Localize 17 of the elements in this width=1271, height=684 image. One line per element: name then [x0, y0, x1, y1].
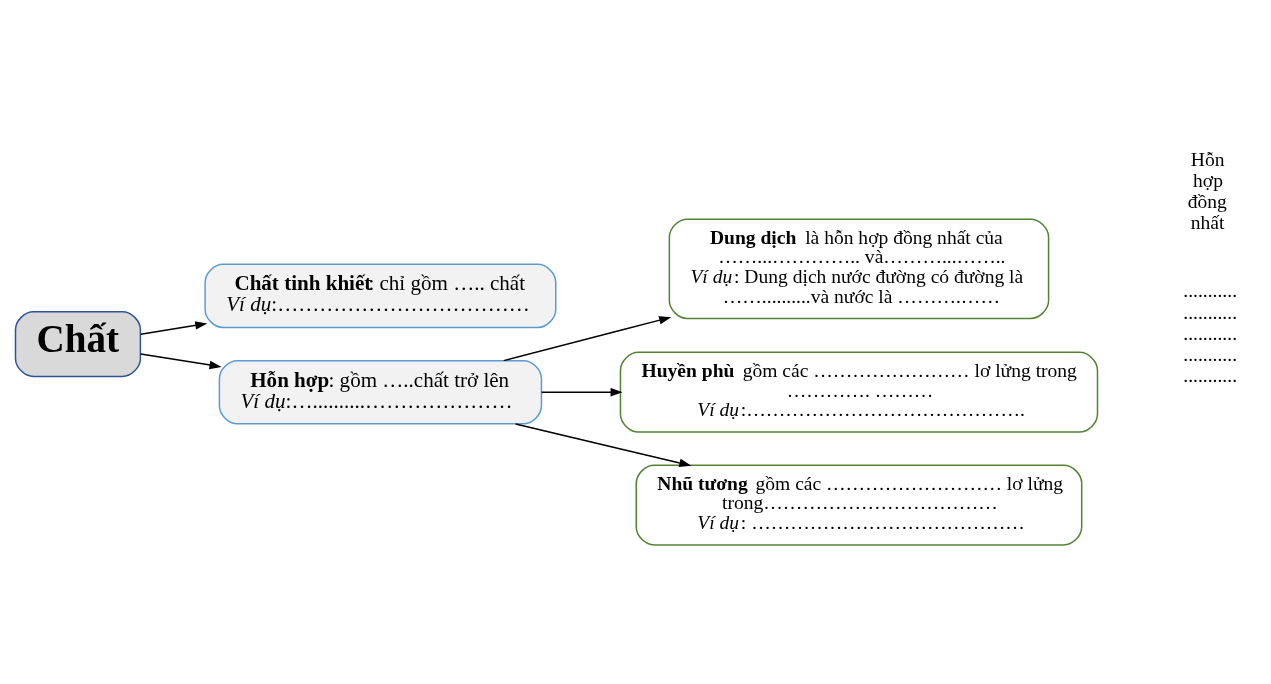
label: ........... [1183, 322, 1238, 344]
arrow [140, 320, 208, 335]
label: ........... [1183, 343, 1238, 365]
node-box: Chất [14, 310, 142, 377]
arrow [540, 387, 623, 396]
node-box: Dung dịch là hỗn hợp đồng nhất của ……...………….. và………...…….. Ví dụ: Dung dịch nước đường có đường là ……..........và nước là ……….…… [668, 217, 1050, 319]
label: ........... [1183, 301, 1238, 322]
node-box: Nhũ tương gồm các ……………………… lơ lửng trong……………………………… Ví dụ: …………………………………… [635, 463, 1083, 546]
node-box: Huyền phù gồm các …………………… lơ lửng trong …………. ……… Ví dụ:……………………………………. [619, 351, 1099, 433]
arrow [503, 315, 672, 361]
arrow [140, 352, 222, 369]
label: ........... [1183, 364, 1238, 386]
node-box: Hỗn hợp: gồm …..chất trở lên Ví dụ:…..........………………… [218, 359, 543, 425]
label: Hỗn hợp đồng nhất [1187, 148, 1227, 233]
node-box: Chất tinh khiết: chỉ gồm ….. chất Ví dụ:……………………………… [204, 263, 557, 328]
label: ........... [1183, 279, 1238, 301]
arrow [514, 422, 692, 467]
